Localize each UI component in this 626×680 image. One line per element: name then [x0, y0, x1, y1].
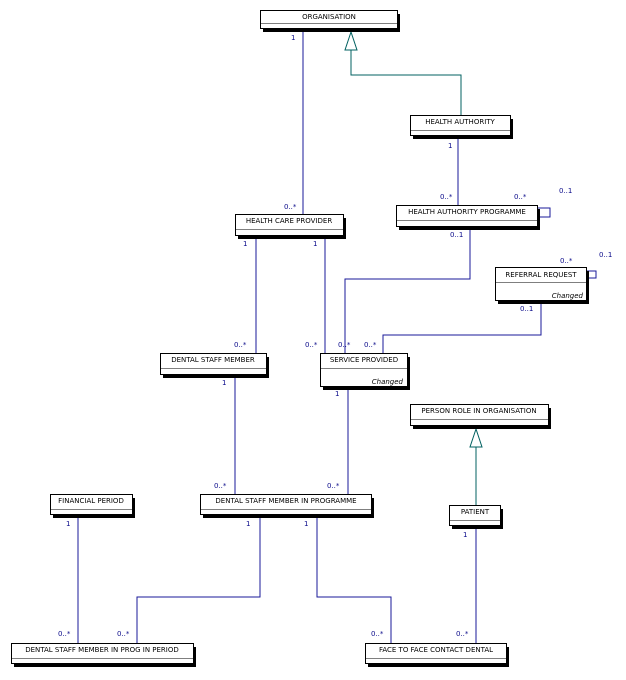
associations: [77, 32, 597, 643]
class-face-to-face-contact-dental[interactable]: FACE TO FACE CONTACT DENTAL: [365, 643, 510, 668]
class-note: Changed: [372, 378, 404, 386]
multiplicity-label: 0..*: [234, 341, 247, 349]
assoc-dsmip-f2f: [316, 517, 392, 643]
class-name: PATIENT: [461, 508, 490, 516]
multiplicity-label: 0..*: [371, 630, 384, 638]
multiplicity-label: 0..*: [327, 482, 340, 490]
multiplicity-label: 0..1: [450, 231, 463, 239]
class-name: HEALTH AUTHORITY: [425, 118, 495, 126]
class-name: DENTAL STAFF MEMBER IN PROG IN PERIOD: [25, 646, 179, 654]
class-health-care-provider[interactable]: HEALTH CARE PROVIDER: [235, 214, 347, 240]
class-dental-staff-member[interactable]: DENTAL STAFF MEMBER: [160, 353, 270, 379]
class-name: FINANCIAL PERIOD: [58, 497, 124, 505]
class-name: DENTAL STAFF MEMBER: [171, 356, 255, 364]
multiplicity-label: 1: [335, 390, 339, 398]
multiplicity-label: 0..1: [599, 251, 612, 259]
multiplicity-label: 1: [463, 531, 467, 539]
multiplicity-label: 0..*: [284, 203, 297, 211]
class-health-authority-programme[interactable]: HEALTH AUTHORITY PROGRAMME: [396, 205, 541, 231]
class-service-provided[interactable]: SERVICE PROVIDED Changed: [320, 353, 411, 391]
assoc-hap-service: [344, 229, 471, 353]
multiplicity-label: 1: [313, 240, 317, 248]
class-dental-staff-member-in-programme[interactable]: DENTAL STAFF MEMBER IN PROGRAMME: [200, 494, 375, 519]
assoc-referral-service: [382, 303, 542, 353]
multiplicity-label: 1: [222, 379, 226, 387]
multiplicity-labels: 1 0..* 1 0..* 0..* 0..1 1 0..* 1 0..* 0.…: [58, 34, 612, 638]
class-financial-period[interactable]: FINANCIAL PERIOD: [50, 494, 136, 519]
multiplicity-label: 0..*: [456, 630, 469, 638]
multiplicity-label: 0..*: [364, 341, 377, 349]
multiplicity-label: 1: [448, 142, 452, 150]
multiplicity-label: 0..1: [520, 305, 533, 313]
class-note: Changed: [552, 292, 584, 300]
multiplicity-label: 1: [246, 520, 250, 528]
assoc-referral-self: [587, 270, 597, 279]
multiplicity-label: 0..*: [560, 257, 573, 265]
multiplicity-label: 1: [66, 520, 70, 528]
assoc-hap-self: [537, 207, 551, 218]
class-name: ORGANISATION: [302, 13, 356, 21]
class-patient[interactable]: PATIENT: [449, 505, 504, 530]
multiplicity-label: 0..*: [440, 193, 453, 201]
class-name: REFERRAL REQUEST: [505, 271, 577, 279]
class-person-role-in-organisation[interactable]: PERSON ROLE IN ORGANISATION: [410, 404, 552, 430]
class-organisation[interactable]: ORGANISATION: [260, 10, 401, 33]
multiplicity-label: 0..*: [338, 341, 351, 349]
generalization-health-authority: [344, 30, 462, 116]
assoc-dsmip-period: [136, 517, 261, 643]
class-name: SERVICE PROVIDED: [330, 356, 398, 364]
multiplicity-label: 0..*: [305, 341, 318, 349]
multiplicity-label: 0..*: [214, 482, 227, 490]
multiplicity-label: 1: [243, 240, 247, 248]
generalization-arrow-person-role: [469, 427, 483, 448]
class-health-authority[interactable]: HEALTH AUTHORITY: [410, 115, 514, 140]
multiplicity-label: 0..1: [559, 187, 572, 195]
multiplicity-label: 0..*: [58, 630, 71, 638]
class-name: HEALTH AUTHORITY PROGRAMME: [408, 208, 526, 216]
class-name: DENTAL STAFF MEMBER IN PROGRAMME: [215, 497, 356, 505]
class-name: FACE TO FACE CONTACT DENTAL: [379, 646, 493, 654]
multiplicity-label: 0..*: [514, 193, 527, 201]
class-dental-staff-member-in-prog-in-period[interactable]: DENTAL STAFF MEMBER IN PROG IN PERIOD: [11, 643, 197, 668]
class-name: PERSON ROLE IN ORGANISATION: [421, 407, 536, 415]
generalization-patient: [469, 427, 483, 506]
class-name: HEALTH CARE PROVIDER: [246, 217, 333, 225]
generalization-arrow-organisation: [344, 30, 358, 51]
multiplicity-label: 0..*: [117, 630, 130, 638]
multiplicity-label: 1: [291, 34, 295, 42]
multiplicity-label: 1: [304, 520, 308, 528]
class-referral-request[interactable]: REFERRAL REQUEST Changed: [495, 267, 590, 305]
